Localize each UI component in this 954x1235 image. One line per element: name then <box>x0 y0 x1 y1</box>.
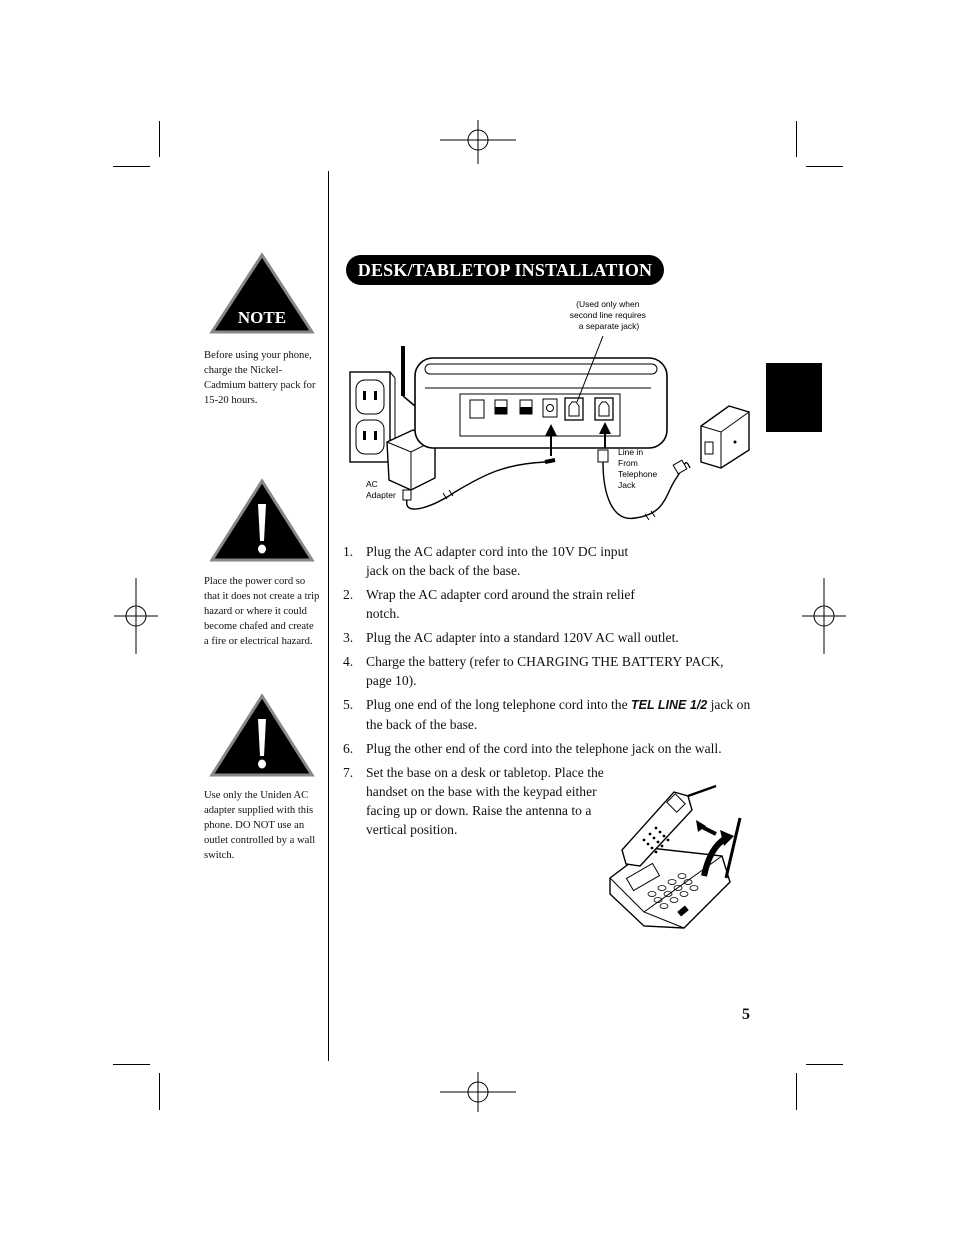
step-number: 6. <box>343 741 354 756</box>
warning-triangle-icon <box>209 478 315 562</box>
registration-mark-top <box>440 120 516 164</box>
list-item: 7. Set the base on a desk or tabletop. P… <box>343 763 628 839</box>
svg-text:AC Adapter: AC Adapter <box>366 479 396 500</box>
warning-triangle-icon <box>209 693 315 777</box>
warning-ac-adapter-text: Use only the Uniden AC adapter supplied … <box>204 790 316 861</box>
registration-mark-bottom <box>440 1072 516 1112</box>
step-text: Charge the battery (refer to CHARGING TH… <box>366 654 724 688</box>
tel-line-jack-label: TEL LINE 1/2 <box>631 698 708 712</box>
step-text: jack on the back of the base. <box>366 697 751 732</box>
warning-power-cord-text: Place the power cord so that it does not… <box>204 576 320 647</box>
wall-phone-jack-icon <box>672 405 750 475</box>
list-item: 5. Plug one end of the long telephone co… <box>343 695 763 734</box>
svg-text:Line in From Telephone: Line in From Telephone Jack <box>618 447 660 490</box>
handset-base-illustration <box>609 784 742 929</box>
step-number: 3. <box>343 630 354 645</box>
registration-mark-left <box>114 578 158 654</box>
step-number: 4. <box>343 654 354 669</box>
line-in-label: Telephone <box>618 469 658 479</box>
list-item: 2. Wrap the AC adapter cord around the s… <box>343 585 636 623</box>
step-number: 2. <box>343 587 354 602</box>
line-in-label: Line in <box>618 447 643 457</box>
step-text: Plug the AC adapter into a standard 120V… <box>366 630 679 645</box>
note-text: Before using your phone, charge the Nick… <box>204 350 316 406</box>
instruction-list: 1. Plug the AC adapter cord into the 10V… <box>343 542 763 844</box>
step-number: 1. <box>343 544 354 559</box>
list-item: 1. Plug the AC adapter cord into the 10V… <box>343 542 631 580</box>
step-text: Plug the other end of the cord into the … <box>366 741 722 756</box>
second-line-note: a separate jack) <box>579 321 640 331</box>
line-in-label: Jack <box>618 480 636 490</box>
chapter-tab <box>766 363 822 432</box>
svg-text:(Used only when second lin: (Used only when second line requires a s… <box>570 299 648 331</box>
list-item: 3. Plug the AC adapter into a standard 1… <box>343 628 763 647</box>
second-line-note: (Used only when <box>576 299 640 309</box>
registration-mark-right <box>802 578 846 654</box>
column-divider <box>328 171 329 1061</box>
note-label: NOTE <box>238 308 286 327</box>
step-text: Plug the AC adapter cord into the 10V DC… <box>366 544 629 578</box>
list-item: 4. Charge the battery (refer to CHARGING… <box>343 652 726 690</box>
installation-diagram: (Used only when second line requires a s… <box>349 299 750 521</box>
step-text: Plug one end of the long telephone cord … <box>366 697 632 712</box>
note-triangle-icon: NOTE <box>209 252 315 334</box>
page-number: 5 <box>742 1006 750 1023</box>
second-line-note: second line requires <box>570 310 646 320</box>
ac-adapter-label: Adapter <box>366 490 396 500</box>
line-in-label: From <box>618 458 638 468</box>
step-number: 7. <box>343 765 354 780</box>
section-title: DESK/TABLETOP INSTALLATION <box>346 255 664 285</box>
ac-adapter-label: AC <box>366 479 378 489</box>
list-item: 6. Plug the other end of the cord into t… <box>343 739 763 758</box>
step-text: Wrap the AC adapter cord around the stra… <box>366 587 635 621</box>
phone-base-icon <box>401 346 668 449</box>
step-number: 5. <box>343 697 354 712</box>
step-text: Set the base on a desk or tabletop. Plac… <box>366 765 604 837</box>
